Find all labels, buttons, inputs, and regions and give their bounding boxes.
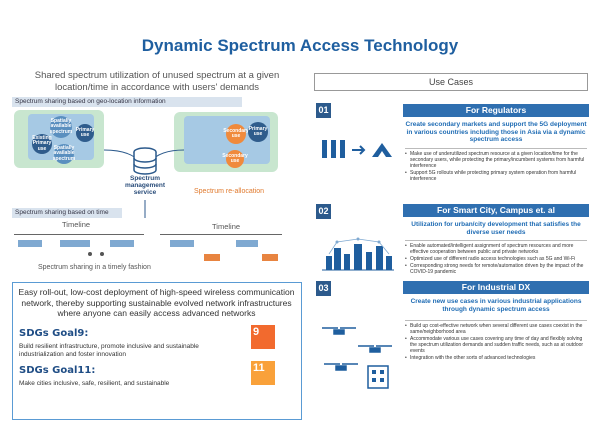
list-item: Optimized use of different radio access … — [405, 256, 587, 262]
case-02-number: 02 — [316, 204, 331, 219]
timeline-slot-secondary — [204, 254, 220, 261]
timeline-slot — [60, 240, 90, 247]
timeline-marker — [88, 252, 92, 256]
right-spot-2: Secondary use — [222, 150, 248, 168]
case-02-subtitle: Utilization for urban/city development t… — [411, 221, 581, 236]
timely-sharing-caption: Spectrum sharing in a timely fashion — [38, 264, 151, 271]
case-01-bullets: Make use of underutilized spectrum resou… — [405, 148, 587, 183]
timeline-slot — [110, 240, 134, 247]
building-icon — [367, 365, 389, 389]
sdg-goal9-text: Build resilient infrastructure, promote … — [19, 343, 199, 358]
timeline-slot — [170, 240, 194, 247]
bars-icon — [322, 140, 327, 158]
list-item: Integration with the other sorts of adva… — [405, 355, 587, 361]
list-item: Accommodate various use cases covering a… — [405, 336, 587, 354]
spectrum-management-label: Spectrum management service — [124, 175, 166, 196]
sdg-goal9-title: SDGs Goal9: — [19, 328, 89, 339]
case-01-number: 01 — [316, 103, 331, 118]
right-spot-1: Primary use — [248, 122, 268, 142]
page-title: Dynamic Spectrum Access Technology — [141, 36, 459, 55]
sdg9-icon: 9 — [251, 325, 275, 349]
case-02-bullets: Enable automated/intelligent assignment … — [405, 240, 587, 276]
sdg-goal11-title: SDGs Goal11: — [19, 365, 96, 376]
case-01-title: For Regulators — [403, 104, 589, 117]
timeline-slot — [236, 240, 258, 247]
list-item: Enable automated/intelligent assignment … — [405, 243, 587, 255]
drone-icon — [322, 327, 392, 389]
sdg-goal11-text: Make cities inclusive, safe, resilient, … — [19, 380, 170, 387]
database-icon — [133, 147, 157, 175]
bars-icon — [340, 140, 345, 158]
case-03-subtitle: Create new use cases in various industri… — [410, 298, 582, 313]
left-spot-0: Spatially available spectrum — [50, 116, 72, 138]
city-network-icon — [322, 237, 394, 271]
lead-text: Shared spectrum utilization of unused sp… — [34, 70, 280, 93]
left-spot-3: Primary use — [76, 124, 94, 142]
left-spot-2: Spatially available spectrum — [53, 144, 75, 164]
info-headline: Easy roll-out, low-cost deployment of hi… — [18, 287, 295, 318]
timeline-marker — [100, 252, 104, 256]
right-spot-0: Secondary use — [223, 124, 249, 144]
timeline-slot-secondary — [262, 254, 278, 261]
left-spot-1: Existing Primary use — [32, 134, 52, 154]
list-item: Make use of underutilized spectrum resou… — [405, 151, 587, 169]
geo-sharing-bar: Spectrum sharing based on geo-location i… — [12, 97, 242, 107]
sdg-info-box: Easy roll-out, low-cost deployment of hi… — [12, 282, 302, 420]
case-02-title: For Smart City, Campus et. al — [403, 204, 589, 217]
timeline-axis-left — [14, 234, 144, 235]
case-03-number: 03 — [316, 281, 331, 296]
timeline-slot — [18, 240, 42, 247]
sdg11-icon: 11 — [251, 361, 275, 385]
list-item: Corresponding strong needs for remote/au… — [405, 263, 587, 275]
use-cases-header: Use Cases — [314, 73, 588, 91]
arrow-icon — [352, 143, 392, 157]
case-03-bullets: Build up cost-effective network when sev… — [405, 320, 587, 362]
case-03-title: For Industrial DX — [403, 281, 589, 294]
timeline-label-right: Timeline — [212, 222, 241, 231]
reallocation-label: Spectrum re-allocation — [194, 188, 265, 195]
timeline-label-left: Timeline — [62, 220, 91, 229]
time-sharing-bar: Spectrum sharing based on time — [12, 208, 122, 218]
list-item: Support 5G rollouts while protecting pri… — [405, 170, 587, 182]
list-item: Build up cost-effective network when sev… — [405, 323, 587, 335]
bars-icon — [331, 140, 336, 158]
case-01-subtitle: Create secondary markets and support the… — [405, 121, 587, 143]
timeline-axis-right — [160, 234, 282, 235]
